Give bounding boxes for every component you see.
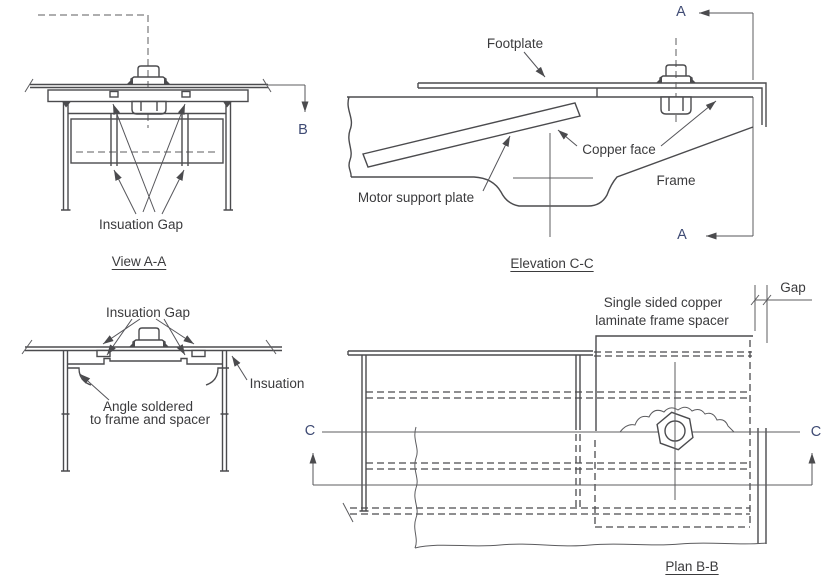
gap-dimension <box>750 285 812 343</box>
motor-box <box>70 118 224 164</box>
motor-support-plate-label: Motor support plate <box>357 190 475 205</box>
bolt-nut-top <box>656 64 696 83</box>
insulation-piece-right <box>191 349 206 358</box>
spacer-strips <box>110 114 189 166</box>
spacer-note-line1: Single sided copper <box>603 295 723 310</box>
label-arrows <box>482 51 717 192</box>
break-slashes <box>21 339 277 355</box>
spacer-hidden-outline <box>594 340 751 528</box>
section-marker-a-bottom <box>706 97 754 240</box>
hidden-lower-member <box>366 462 750 470</box>
break-slash <box>342 502 354 523</box>
footplate-plate <box>30 83 268 89</box>
hidden-middle-leg <box>575 434 581 508</box>
break-slashes <box>24 78 272 93</box>
leg-feet <box>61 413 229 472</box>
insulation-gap-arrows <box>112 103 186 215</box>
cloud-break-line <box>619 406 735 433</box>
underside-detail-drawing <box>21 318 282 472</box>
footplate-plate <box>417 82 767 127</box>
insulation-notch-right <box>181 90 191 98</box>
bar-underside-profile <box>67 357 223 365</box>
frame-legs <box>62 101 232 210</box>
bolt-nut-top <box>127 65 170 84</box>
insulation-gap-label-view-aa: Insuation Gap <box>98 217 184 232</box>
angle-bracket-right <box>205 367 229 386</box>
footplate-plate <box>25 346 282 352</box>
insulation-notch-left <box>109 90 119 98</box>
break-line <box>347 96 353 178</box>
plate-edge <box>347 350 593 356</box>
shaft-centerlines <box>513 133 593 237</box>
hidden-plate-edge <box>594 351 752 357</box>
angle-note-arrow <box>79 373 110 401</box>
bolt-nut-lower <box>131 100 167 115</box>
view-aa-title: View A-A <box>111 254 167 269</box>
bolt-nut-top <box>129 327 169 347</box>
section-letter-b: B <box>298 122 308 138</box>
insulation-label: Insuation <box>249 376 305 391</box>
elevation-cc-title: Elevation C-C <box>510 256 594 271</box>
view-a-a-drawing <box>24 14 309 215</box>
middle-leg <box>575 355 581 430</box>
frame-legs <box>62 350 228 471</box>
section-letter-a-bottom: A <box>677 227 687 243</box>
bolt-nut-lower <box>660 96 692 115</box>
broken-out-bottom-wave <box>414 542 767 549</box>
weld-mark-right <box>223 101 232 108</box>
section-letter-c-left: C <box>304 423 316 439</box>
section-marker-c <box>309 453 816 486</box>
frame-bottom-contour <box>351 126 754 207</box>
plan-bb-title: Plan B-B <box>665 559 719 574</box>
footplate-label: Footplate <box>486 36 544 51</box>
angle-note-line2: to frame and spacer <box>90 412 211 427</box>
plan-b-b-drawing <box>309 285 816 549</box>
spacer-note-line2: laminate frame spacer <box>595 313 729 328</box>
insulation-arrow <box>231 355 248 381</box>
insulation-gap-arrows <box>102 318 195 356</box>
bolt-centerline <box>38 14 149 128</box>
section-marker-a-top <box>699 9 754 80</box>
section-letter-a-top: A <box>676 4 686 20</box>
gap-label: Gap <box>780 280 806 295</box>
section-marker-b <box>268 84 309 112</box>
copper-face-label: Copper face <box>582 142 656 157</box>
section-letter-c-right: C <box>810 424 822 440</box>
spacer-outline <box>595 335 753 431</box>
hidden-upper-member <box>366 391 751 399</box>
frame-label: Frame <box>656 173 696 188</box>
broken-out-squiggle <box>414 426 418 549</box>
frame-bar <box>47 89 249 103</box>
angle-bracket-left <box>68 367 92 386</box>
elevation-c-c-drawing <box>347 9 767 240</box>
hidden-bottom-plate <box>350 507 750 515</box>
left-leg <box>359 355 369 512</box>
weld-mark-left <box>62 101 71 108</box>
insulation-gap-label-underside: Insuation Gap <box>105 305 191 320</box>
angle-note-line1: Angle soldered <box>102 399 194 414</box>
frame-edge <box>757 428 767 544</box>
motor-support-plate <box>362 102 581 168</box>
